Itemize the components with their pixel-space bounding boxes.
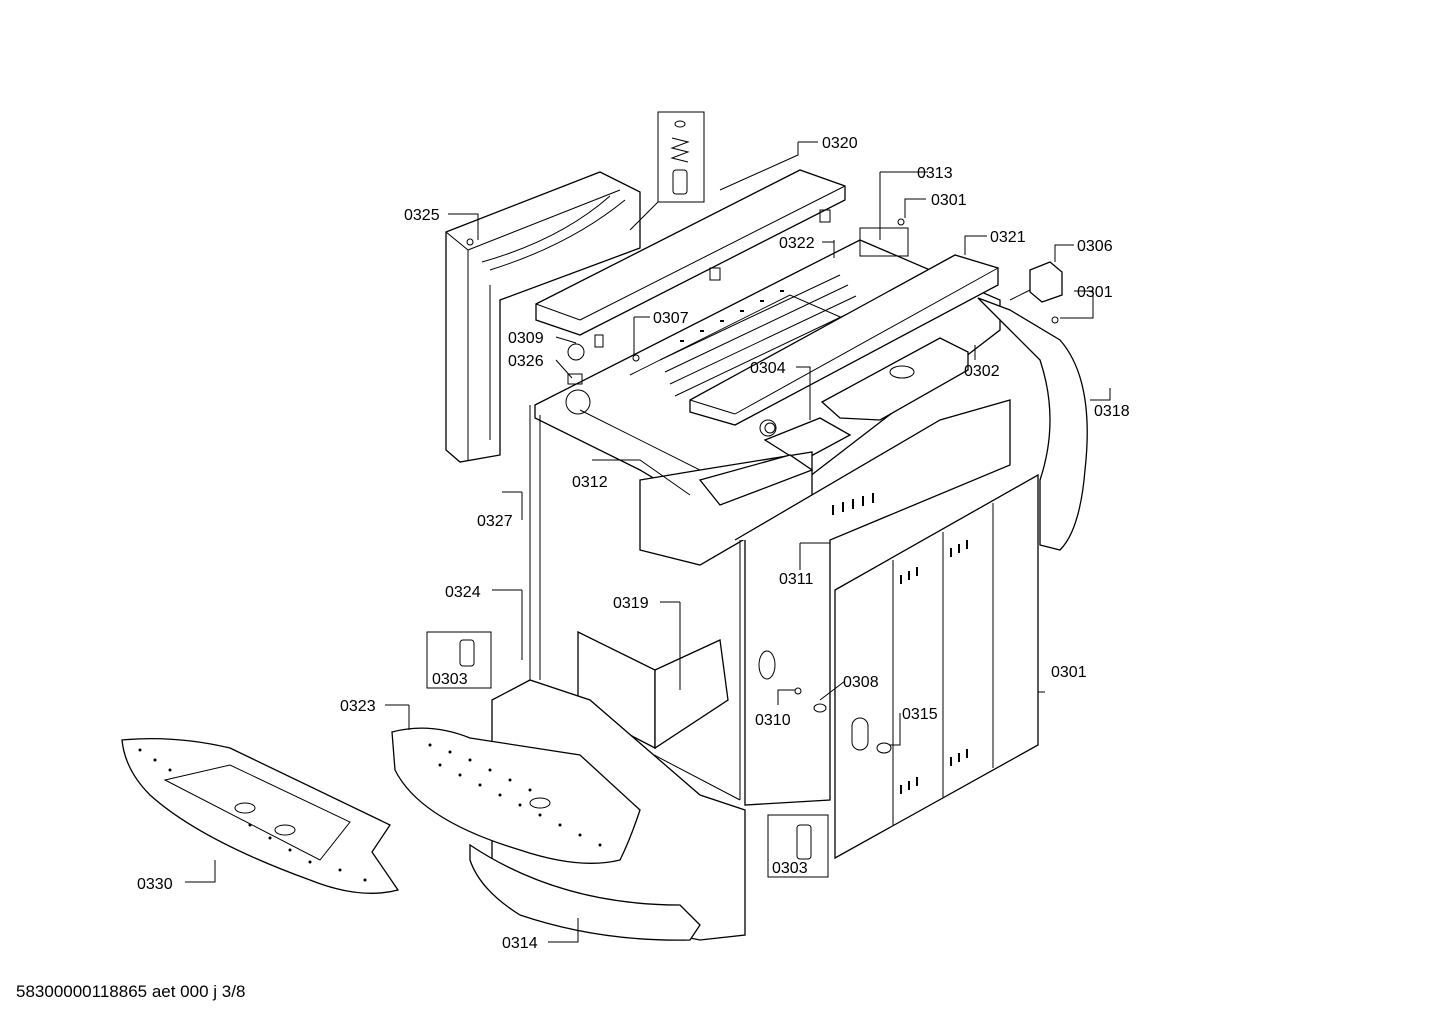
label-0302: 0302 <box>964 363 1000 380</box>
label-0304: 0304 <box>750 360 786 377</box>
label-0308: 0308 <box>843 674 879 691</box>
switch-part <box>1009 261 1063 303</box>
label-0301-b: 0301 <box>1077 284 1113 301</box>
water-tank-part <box>445 171 641 463</box>
label-0324: 0324 <box>445 584 481 601</box>
label-0301-a: 0301 <box>931 192 967 209</box>
label-0314: 0314 <box>502 935 538 952</box>
label-0312: 0312 <box>572 474 608 491</box>
cap-0309 <box>567 343 585 361</box>
label-0303-b: 0303 <box>772 860 808 877</box>
spare-drip-grid-part <box>121 737 400 894</box>
hatch-part <box>820 337 969 421</box>
bracket-0313 <box>859 227 909 257</box>
knob-0315 <box>876 742 892 754</box>
label-0315: 0315 <box>902 706 938 723</box>
plate-part <box>763 417 852 463</box>
side-panel-part <box>977 297 1088 551</box>
rear-cover-part <box>689 254 999 426</box>
detail-box-0303-left <box>426 631 492 689</box>
label-0327: 0327 <box>477 513 513 530</box>
plug-0326 <box>567 373 583 385</box>
drip-grid-part <box>391 727 641 864</box>
frame-part <box>734 399 1011 806</box>
label-0323: 0323 <box>340 698 376 715</box>
label-0303-a: 0303 <box>432 671 468 688</box>
leader-lines <box>185 141 1111 943</box>
label-0318: 0318 <box>1094 403 1130 420</box>
drip-tray-part <box>469 843 701 941</box>
label-0306: 0306 <box>1077 238 1113 255</box>
label-0311: 0311 <box>779 571 814 588</box>
label-0310: 0310 <box>755 712 791 729</box>
detail-box-0303-right <box>767 814 829 878</box>
top-cover-part <box>535 169 846 348</box>
label-0325: 0325 <box>404 207 440 224</box>
side-door-part <box>834 473 1039 860</box>
label-0322: 0322 <box>779 235 815 252</box>
screw-0301-a <box>897 218 905 226</box>
label-0309: 0309 <box>508 330 544 347</box>
screw-0307 <box>632 354 640 362</box>
hinge-part-right <box>796 824 812 860</box>
label-0313: 0313 <box>917 165 953 182</box>
label-0319: 0319 <box>613 595 649 612</box>
label-0326: 0326 <box>508 353 544 370</box>
spring-detail <box>629 111 705 231</box>
document-id-footer: 58300000118865 aet 000 j 3/8 <box>16 982 246 1001</box>
pin-0308 <box>813 703 827 713</box>
hinge-part-left <box>459 639 475 667</box>
screw-0310 <box>794 687 802 695</box>
inner-block-part <box>577 630 729 750</box>
label-0330: 0330 <box>137 876 173 893</box>
screw-0301-b <box>1051 316 1059 324</box>
container-part <box>639 451 814 566</box>
label-0301-c: 0301 <box>1051 664 1087 681</box>
label-0321: 0321 <box>990 229 1026 246</box>
label-0307: 0307 <box>653 310 689 327</box>
label-0320: 0320 <box>822 135 858 152</box>
